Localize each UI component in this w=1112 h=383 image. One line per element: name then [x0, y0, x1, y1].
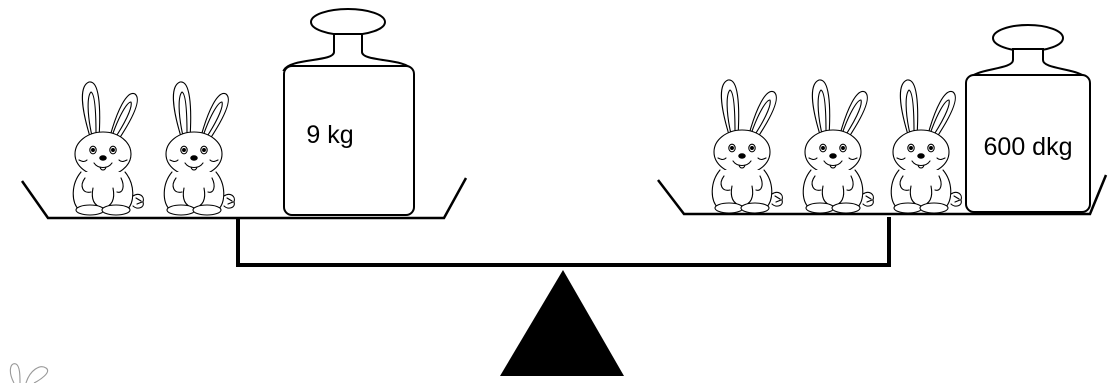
rabbit-illustration	[890, 79, 962, 214]
right-weight-label: 600 dkg	[984, 133, 1073, 161]
rabbit-illustration	[802, 79, 874, 214]
left-pan	[20, 177, 468, 220]
partial-rabbit-ears	[9, 363, 49, 383]
right-pan	[657, 174, 1108, 216]
left-rabbits	[72, 81, 235, 216]
right-rabbits	[711, 79, 962, 214]
balance-beam	[236, 217, 891, 267]
left-weight-label: 9 kg	[306, 121, 353, 149]
right-weight	[965, 24, 1091, 213]
rabbit-illustration	[72, 81, 144, 216]
rabbit-illustration	[711, 79, 783, 214]
fulcrum-triangle	[500, 270, 624, 376]
rabbit-illustration	[163, 81, 235, 216]
left-weight	[282, 8, 415, 216]
